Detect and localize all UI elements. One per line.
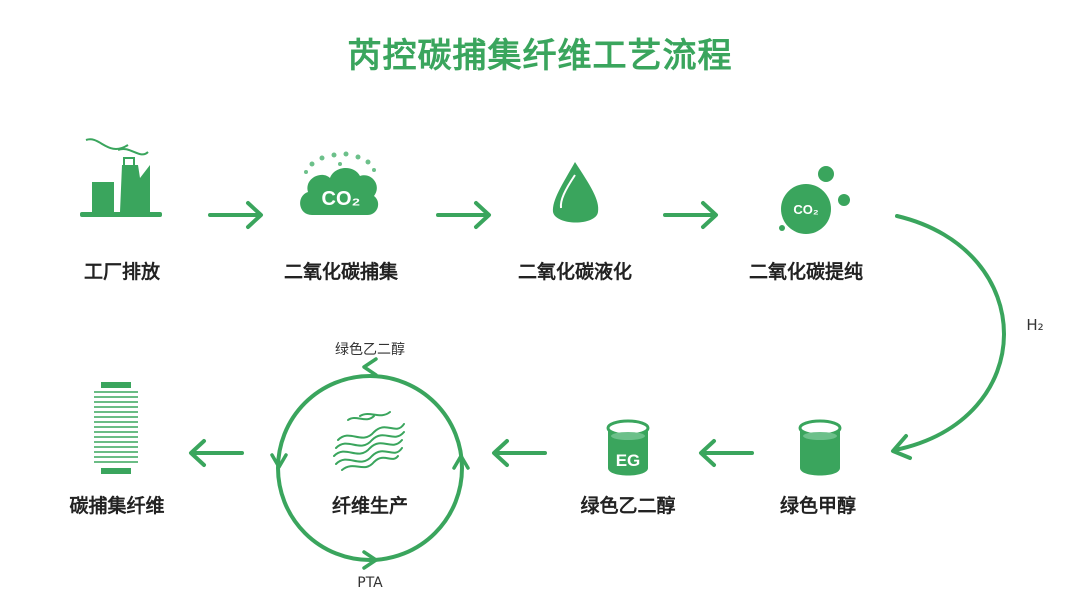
arrow-methanol-to-eg xyxy=(699,439,754,467)
step-purify-label: 二氧化碳提纯 xyxy=(748,261,864,283)
eg-can-text: EG xyxy=(616,451,641,470)
step-product-label: 碳捕集纤维 xyxy=(69,495,165,517)
droplet-icon xyxy=(552,162,599,223)
co2-cloud-icon xyxy=(300,151,379,216)
arrow-liquefy-to-purify xyxy=(663,201,718,229)
co2-bubble-icon xyxy=(779,166,850,234)
arrow-factory-to-capture xyxy=(208,201,263,229)
page-title: 芮控碳捕集纤维工艺流程 xyxy=(347,36,733,76)
fiber-strands-icon xyxy=(333,411,405,471)
spool-icon xyxy=(94,382,138,474)
methanol-can-icon xyxy=(798,419,842,476)
h2-curve-arrow xyxy=(891,214,1006,460)
step-fiber-production-label: 纤维生产 xyxy=(331,495,409,517)
cycle-bottom-annotation: PTA xyxy=(357,575,383,591)
factory-icon xyxy=(80,138,162,217)
eg-can-icon xyxy=(606,419,650,476)
co2-bubble-text: CO₂ xyxy=(793,202,819,217)
h2-annotation: H₂ xyxy=(1026,316,1044,334)
step-methanol-label: 绿色甲醇 xyxy=(779,495,857,517)
step-factory-label: 工厂排放 xyxy=(83,261,161,283)
production-cycle xyxy=(270,357,470,570)
arrow-eg-to-fiber xyxy=(492,439,547,467)
arrow-fiber-to-product xyxy=(189,439,244,467)
cycle-top-annotation: 绿色乙二醇 xyxy=(335,342,405,358)
step-liquefy-label: 二氧化碳液化 xyxy=(517,261,633,283)
arrow-capture-to-liquefy xyxy=(436,201,491,229)
step-eg-label: 绿色乙二醇 xyxy=(580,495,676,517)
co2-cloud-text: CO₂ xyxy=(322,188,361,210)
step-capture-label: 二氧化碳捕集 xyxy=(283,261,399,283)
